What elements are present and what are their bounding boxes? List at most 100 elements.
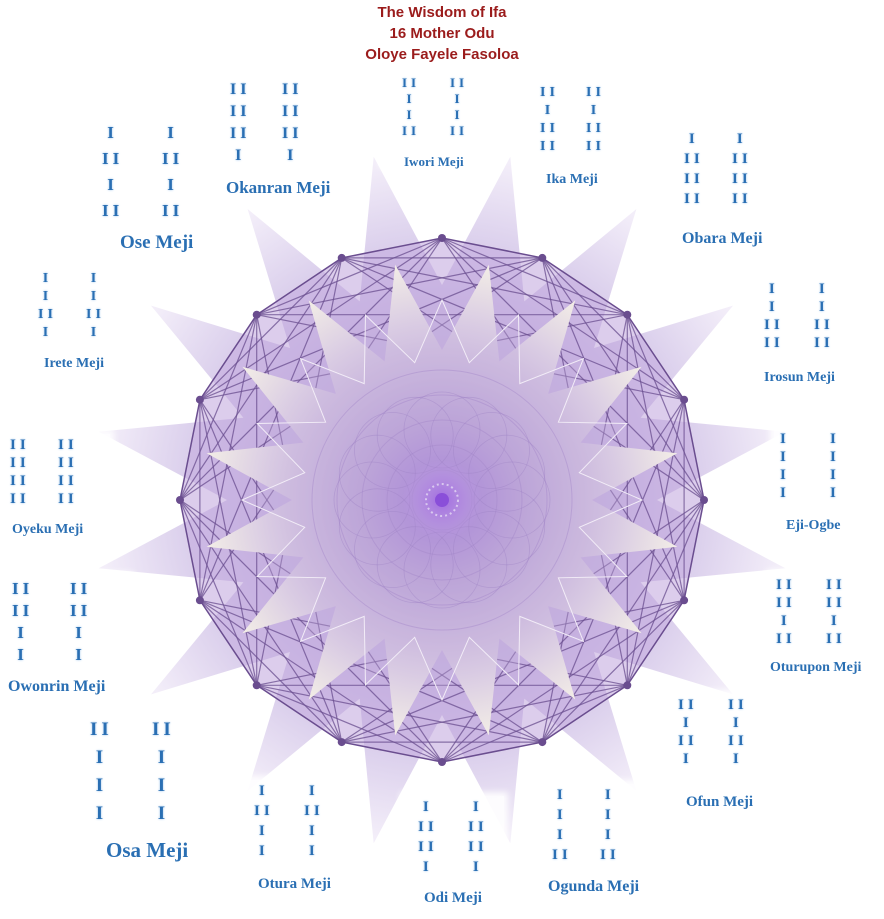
odu-right-column: IIIIII [450,76,468,140]
polygon-node [538,738,546,746]
odu-mark: I [455,108,464,124]
odu-mark: I [17,624,28,646]
odu-mark: II [468,820,488,840]
odu-mark: I [819,282,829,300]
odu-mark: II [814,336,834,354]
odu-mark: II [586,140,605,158]
odu-mark: II [450,124,468,140]
odu-right-column: IIIIIII [282,82,302,170]
odu-right-column: IIIIII [814,282,834,354]
odu-mark: I [158,804,169,832]
odu-name: Iwori Meji [404,154,464,170]
odu-mark: II [776,578,796,596]
odu-left-column: IIIIIII [776,578,796,650]
polygon-node [338,254,346,262]
odu-mark: II [90,720,113,748]
odu-mark: I [167,124,178,150]
odu-mark: II [152,720,175,748]
odu-mark: I [91,272,100,290]
odu-mark: II [402,124,420,140]
odu-mark: II [450,76,468,92]
odu-mark: I [167,176,178,202]
polygon-node [196,596,204,604]
odu-mark: I [689,132,699,152]
odu-mark: I [423,860,433,880]
odu-mark: II [826,578,846,596]
title-line-1: The Wisdom of Ifa [0,2,884,23]
odu-mark: II [230,126,250,148]
polygon-node [623,681,631,689]
polygon-node [538,254,546,262]
odu-mark: II [732,152,752,172]
odu-name: Odi Meji [424,890,482,907]
odu-name: Osa Meji [106,838,188,863]
odu-mark: II [12,580,33,602]
odu-mark: II [728,698,748,716]
odu-mark: II [282,104,302,126]
odu-mark: I [830,450,840,468]
odu-left-column: IIIIII [764,282,784,354]
odu-mark: I [733,716,743,734]
polygon-node [176,496,184,504]
odu-mark: I [43,290,52,308]
odu-name: Ofun Meji [686,794,753,811]
odu-name: Irosun Meji [764,370,835,386]
odu-mark: I [96,748,107,776]
odu-mark: I [158,748,169,776]
odu-mark: II [58,492,78,510]
odu-name: Eji-Ogbe [786,518,840,534]
odu-mark: I [287,148,297,170]
odu-mark: II [10,456,30,474]
odu-mark: I [75,646,86,668]
odu-mark: I [737,132,747,152]
odu-mark: II [162,150,183,176]
odu-mark: I [683,752,693,770]
polygon-node [253,311,261,319]
odu-mark: I [309,824,319,844]
polygon-node [680,596,688,604]
odu-mark: I [830,468,840,486]
odu-right-column: IIIIII [70,580,91,668]
odu-mark: I [605,788,615,808]
odu-mark: I [407,92,416,108]
polygon-node [438,234,446,242]
odu-mark: II [732,172,752,192]
odu-mark: II [70,602,91,624]
odu-name: Ogunda Meji [548,878,639,896]
odu-otura-meji: IIIIIIIIIIOtura Meji [248,780,354,897]
odu-mark: II [776,596,796,614]
odu-mark: II [540,122,559,140]
odu-mark: II [70,580,91,602]
odu-left-column: IIIII [552,788,572,868]
odu-mark: I [591,104,600,122]
odu-mark: I [309,844,319,864]
odu-mark: I [830,432,840,450]
odu-name: Okanran Meji [226,178,330,198]
odu-mark: II [678,734,698,752]
odu-marks-panel [384,72,484,164]
odu-mark: I [780,432,790,450]
odu-left-column: IIIIII [402,76,420,140]
odu-mark: II [38,308,57,326]
odu-name: Ose Meji [120,232,193,254]
polygon-node [680,396,688,404]
odu-mark: II [10,492,30,510]
odu-mark: I [780,450,790,468]
odu-mark: II [418,840,438,860]
odu-left-column: IIII [780,432,790,504]
odu-mark: I [683,716,693,734]
odu-mark: II [540,140,559,158]
